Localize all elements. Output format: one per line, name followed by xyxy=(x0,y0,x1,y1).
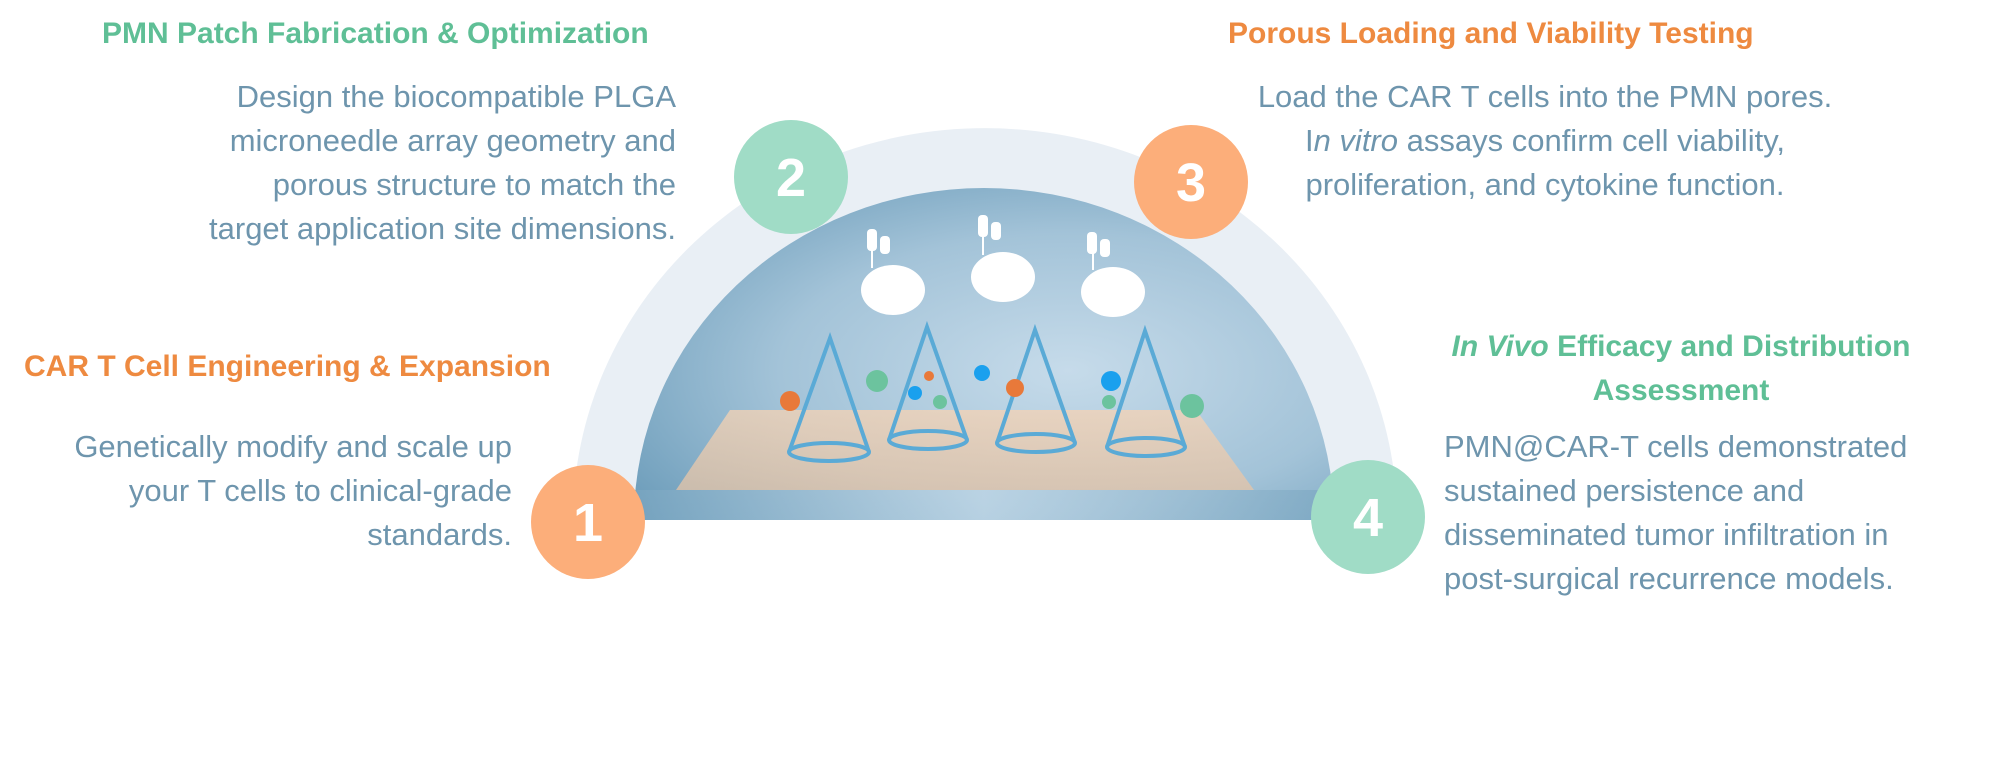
step-badge-1: 1 xyxy=(531,465,645,579)
step-4-line: PMN@CAR-T cells demonstrated xyxy=(1444,429,1908,464)
step-4-title-rest: Efficacy and Distribution Assessment xyxy=(1548,330,1911,407)
step-1-title: CAR T Cell Engineering & Expansion xyxy=(24,350,551,383)
step-4-description: PMN@CAR-T cells demonstrated sustained p… xyxy=(1444,425,1984,601)
step-1-description: Genetically modify and scale up your T c… xyxy=(20,425,512,557)
step-4-line: sustained persistence and xyxy=(1444,473,1805,508)
step-2-description: Design the biocompatible PLGA microneedl… xyxy=(140,75,676,251)
step-3-line2-prefix: I xyxy=(1304,123,1314,158)
step-1-line: Genetically modify and scale up xyxy=(74,429,512,464)
car-t-cells xyxy=(861,215,1145,317)
car-t-cell xyxy=(861,229,925,315)
step-3-title: Porous Loading and Viability Testing xyxy=(1228,17,1754,50)
step-3-description: Load the CAR T cells into the PMN pores.… xyxy=(1175,75,1915,207)
step-3-line: proliferation, and cytokine function. xyxy=(1305,167,1785,202)
step-2-line: target application site dimensions. xyxy=(209,211,676,246)
microneedle xyxy=(1105,324,1187,458)
microneedle xyxy=(995,323,1077,454)
step-2-line: porous structure to match the xyxy=(272,167,676,202)
step-4-line: post-surgical recurrence models. xyxy=(1444,561,1894,596)
particles xyxy=(780,365,1204,418)
step-4-line: disseminated tumor infiltration in xyxy=(1444,517,1889,552)
microneedle xyxy=(887,320,969,451)
microneedle xyxy=(787,331,871,463)
step-2-line: Design the biocompatible PLGA xyxy=(236,79,676,114)
step-1-line: standards. xyxy=(367,517,512,552)
step-4-title-italic: In Vivo xyxy=(1451,330,1549,363)
step-number-4: 4 xyxy=(1353,488,1383,548)
step-3-line: In vitro assays confirm cell viability, xyxy=(1175,119,1915,163)
car-t-cell xyxy=(971,215,1035,302)
step-number-3: 3 xyxy=(1176,153,1206,213)
step-badge-4: 4 xyxy=(1311,460,1425,574)
step-2-line: microneedle array geometry and xyxy=(229,123,676,158)
step-number-1: 1 xyxy=(573,493,603,553)
car-t-cell xyxy=(1081,232,1145,317)
patch-base xyxy=(676,410,1254,490)
step-4-title: In Vivo Efficacy and Distribution Assess… xyxy=(1420,325,1942,413)
step-2-title: PMN Patch Fabrication & Optimization xyxy=(102,17,649,50)
step-3-line: Load the CAR T cells into the PMN pores. xyxy=(1257,79,1833,114)
step-3-line2-italic: n vitro xyxy=(1313,123,1398,158)
dome-floor xyxy=(634,490,1334,520)
step-number-2: 2 xyxy=(776,148,806,208)
step-1-line: your T cells to clinical-grade xyxy=(128,473,512,508)
step-badge-2: 2 xyxy=(734,120,848,234)
step-badge-3: 3 xyxy=(1134,125,1248,239)
step-3-line2-rest: assays confirm cell viability, xyxy=(1398,123,1786,158)
microneedle-array xyxy=(787,320,1187,463)
